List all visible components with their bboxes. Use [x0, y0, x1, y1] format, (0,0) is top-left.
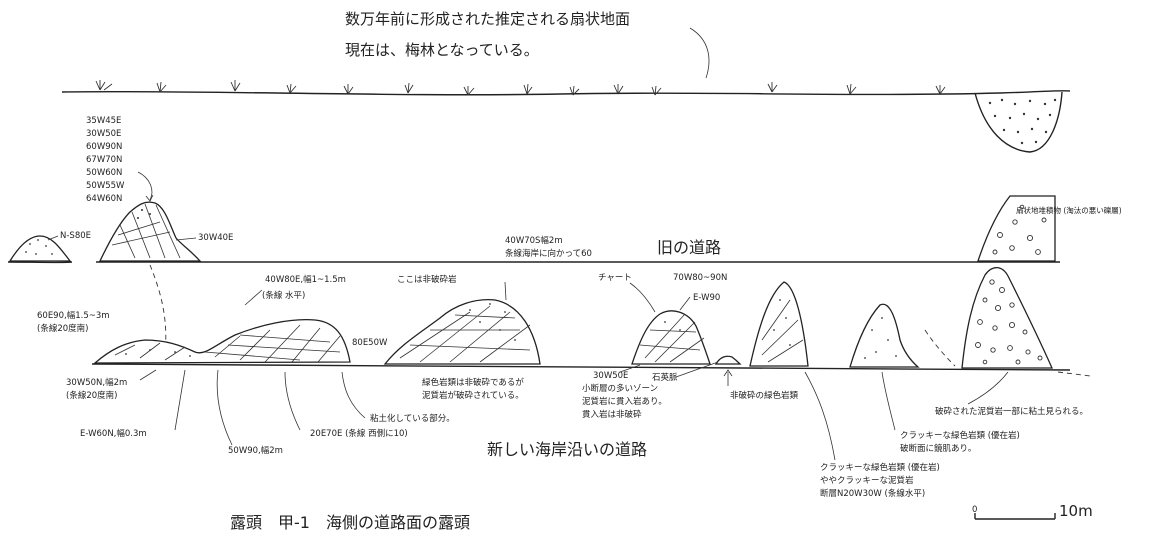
label-chert: チャート [598, 273, 632, 283]
label-50w90: 50W90,幅2m [228, 445, 283, 456]
label-fault-zone1: 小断層の多いゾーン [582, 383, 658, 394]
label-ew90: E-W90 [693, 293, 720, 303]
outcrop-upper-left [98, 201, 202, 262]
label-30w50e: 30W50E [593, 371, 628, 381]
stack-arrowhead [145, 194, 154, 202]
strike-dip-stack: 35W45E 30W50E 60W90N 67W70N 50W60N 50W55… [86, 116, 125, 204]
leader-ew90 [679, 296, 691, 311]
scale-ten: 10m [1059, 502, 1093, 520]
fan-pocket-dots [988, 98, 1057, 145]
outcrop-chert [631, 310, 711, 365]
dash-connector-right [924, 329, 956, 367]
header-leader [689, 27, 710, 79]
leader-50w90 [216, 369, 233, 446]
label-ew60n: E-W60N,幅0.3m [80, 428, 147, 439]
label-60e90-sub: (条線20度南) [37, 323, 88, 334]
label-cracky5: 断層N20W30W (条線水平) [820, 488, 925, 499]
leader-20e70e [284, 371, 301, 431]
scale-bar-ticks [974, 513, 1056, 519]
leader-30w50n [139, 369, 157, 381]
label-green-rock1: 緑色岩類は非破砕であるが [422, 377, 524, 388]
label-30w50n: 30W50N,幅2m [66, 377, 127, 388]
label-cracky3: クラッキーな緑色岩類 (優在岩) [820, 462, 940, 473]
label-80e50w: 80E50W [352, 338, 388, 348]
label-cracky1: クラッキーな緑色岩類 (優在岩) [900, 430, 1020, 441]
outcrop-middle-texture [399, 303, 531, 363]
fan-deposit-upper-pebbles [992, 204, 1047, 255]
label-green-rock2: 泥質岩が破砕されている。 [422, 390, 524, 401]
header-line2: 現在は、梅林となっている。 [345, 41, 539, 59]
stack-item: 50W60N [86, 168, 122, 178]
label-fault-zone3: 貫入岩は非破砕 [582, 409, 642, 420]
outcrop-fan-lower [961, 266, 1054, 369]
outcrop-chert-texture [639, 313, 705, 363]
leader-30w50e [619, 364, 641, 373]
new-road-label: 新しい海岸沿いの道路 [487, 440, 647, 459]
fan-surface-line [61, 90, 1071, 96]
stack-item: 60W90N [86, 142, 122, 152]
leader-clay [341, 371, 366, 419]
old-road-label: 旧の道路 [657, 238, 721, 257]
outcrop-green-tall [749, 281, 809, 367]
dash-connector-far-right [1057, 371, 1091, 377]
outcrop-quartz-vein [714, 355, 742, 365]
mound-left [8, 235, 72, 262]
stack-item: 67W70N [86, 155, 122, 165]
label-non-crushed: ここは非破砕岩 [397, 274, 457, 285]
label-fan-deposit: 扇状地堆積物 (淘汰の悪い礫層) [1016, 205, 1122, 215]
grass-tufts [95, 80, 946, 96]
label-70w80: 70W80~90N [673, 273, 727, 283]
leader-40w80e [244, 289, 263, 306]
stack-item: 35W45E [86, 116, 121, 126]
leader-chert [629, 282, 656, 313]
figure-caption: 露頭 甲-1 海側の道路面の露頭 [230, 513, 470, 532]
label-40w80e: 40W80E,幅1~1.5m [265, 274, 346, 285]
outcrop-middle [383, 299, 541, 365]
mound-left-texture [25, 239, 53, 255]
stack-leader [137, 171, 153, 201]
leader-crushed-mud [967, 371, 1009, 405]
fan-deposit-upper [977, 195, 1056, 262]
leader-cracky3 [804, 371, 836, 461]
leader-ew60n [174, 369, 186, 431]
outcrop-green-tall-texture [761, 299, 804, 363]
stack-item: 50W55W [86, 181, 125, 191]
label-40w80e-sub: (条線 水平) [262, 290, 305, 301]
scale-bar: 0 10m [972, 502, 1093, 520]
label-20e70e: 20E70E (条線 西側に10) [310, 428, 408, 439]
label-noncrushed-green: 非破砕の緑色岩類 [730, 390, 799, 401]
stack-item: 30W50E [86, 129, 121, 139]
outcrop-lower-left-texture [114, 324, 341, 363]
label-30w50n-sub: (条線20度南) [66, 390, 117, 401]
old-road-note2: 条線海岸に向かって60 [505, 248, 592, 259]
leader-n-s80e [47, 235, 59, 241]
header-line1: 数万年前に形成された推定される扇状地面 [345, 10, 630, 28]
outcrop-cracky-texture [864, 317, 897, 359]
old-road-note1: 40W70S幅2m [505, 235, 563, 246]
label-30w40e: 30W40E [198, 233, 233, 243]
leader-quartz [675, 361, 719, 378]
outcrop-fan-lower-pebbles [975, 279, 1043, 365]
label-quartz: 石英脈 [652, 372, 678, 383]
outcrop-upper-left-texture [111, 203, 181, 259]
stack-item: 64W60N [86, 194, 122, 204]
label-crushed-mud: 破砕された泥質岩一部に粘土見られる。 [935, 406, 1088, 417]
leader-cracky1 [881, 371, 896, 431]
leader-noncrushed-green [723, 369, 733, 386]
outcrop-cracky [849, 303, 920, 368]
label-60e90: 60E90,幅1.5~3m [37, 310, 110, 321]
outcrop-lower-left [93, 319, 351, 364]
new-road-line [91, 363, 1071, 371]
label-cracky2: 破断面に鏡肌あり。 [900, 443, 976, 454]
scale-zero: 0 [972, 505, 977, 515]
fan-pocket [974, 91, 1063, 153]
label-cracky4: ややクラッキーな泥質岩 [820, 475, 914, 486]
leader-30w40e [175, 237, 197, 241]
label-n-s80e: N-S80E [60, 231, 91, 241]
label-fault-zone2: 泥質岩に貫入岩あり。 [582, 396, 667, 407]
leader-non-crushed [504, 281, 507, 301]
label-clay: 粘土化している部分。 [370, 413, 455, 424]
